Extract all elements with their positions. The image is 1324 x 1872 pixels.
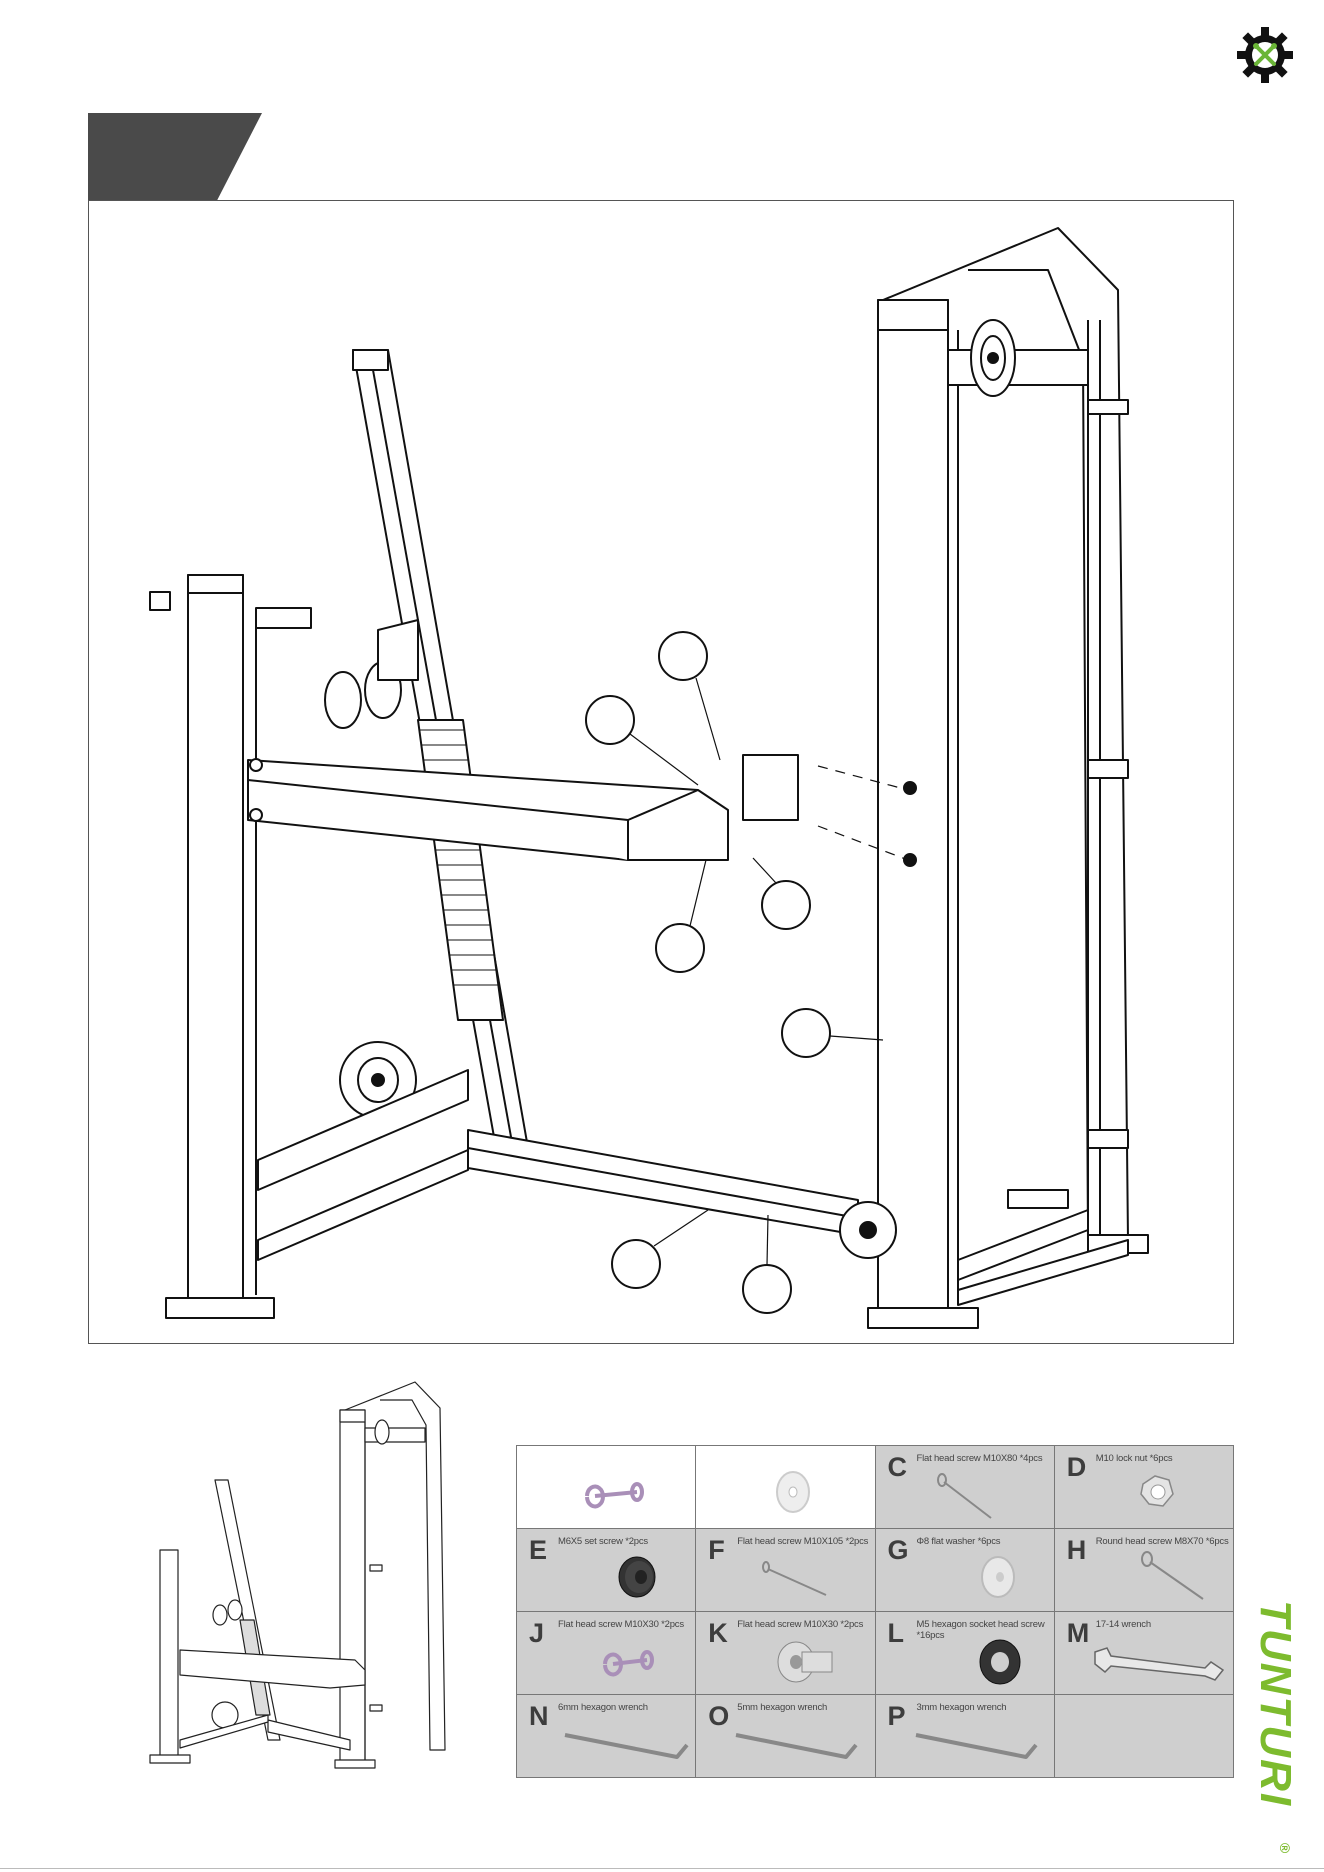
brand-reg-mark: ® [1277,1842,1294,1854]
bolt-pin-icon [603,1650,654,1677]
parts-table: C Flat head screw M10X80 *4pcs D M10 loc… [515,1445,1235,1778]
part-letter: F [708,1535,725,1565]
part-cell: F Flat head screw M10X105 *2pcs [695,1528,876,1612]
round-screw-icon [1140,1551,1204,1600]
part-letter: L [887,1618,905,1648]
part-desc: M6X5 set screw *2pcs [558,1536,648,1547]
part-cell: C Flat head screw M10X80 *4pcs [874,1445,1055,1529]
part-cell [695,1445,876,1529]
part-letter: M [1066,1618,1090,1648]
long-screw-icon [762,1561,827,1596]
ring-icon [979,1639,1020,1685]
part-desc: Flat head screw M10X80 *4pcs [916,1453,1043,1464]
part-desc: M5 hexagon socket head screw *16pcs [916,1619,1045,1641]
part-cell: J Flat head screw M10X30 *2pcs [515,1611,697,1695]
part-cell: K Flat head screw M10X30 *2pcs [695,1611,876,1695]
brand-logo: TUNTURI [1251,1600,1300,1808]
part-desc: 3mm hexagon wrench [916,1702,1007,1713]
part-cell: M 17-14 wrench [1053,1611,1235,1695]
part-desc: Round head screw M8X70 *6pcs [1095,1536,1229,1547]
part-letter: E [529,1535,548,1565]
part-desc: Φ8 flat washer *6pcs [916,1536,1001,1547]
part-cell: E M6X5 set screw *2pcs [515,1528,697,1612]
part-desc: Flat head screw M10X105 *2pcs [737,1536,869,1547]
part-cell: L M5 hexagon socket head screw *16pcs [874,1611,1055,1695]
part-letter: C [887,1452,908,1482]
part-letter: O [708,1701,730,1731]
part-letter: P [887,1701,906,1731]
part-desc: M10 lock nut *6pcs [1095,1453,1173,1464]
part-letter: G [887,1535,909,1565]
bolt-pin-icon [585,1482,644,1509]
part-cell: N 6mm hexagon wrench [515,1694,697,1778]
part-cell: P 3mm hexagon wrench [874,1694,1055,1778]
flat-washer-icon [980,1556,1015,1598]
set-screw-icon [618,1556,656,1598]
part-cell: O 5mm hexagon wrench [695,1694,876,1778]
hex-key-icon [915,1733,1038,1759]
part-desc: 17-14 wrench [1095,1619,1151,1630]
long-screw-icon [936,1473,992,1519]
part-cell [1053,1694,1235,1778]
assembly-illustration [149,227,1149,1329]
part-desc: 5mm hexagon wrench [737,1702,828,1713]
part-desc: 6mm hexagon wrench [558,1702,648,1713]
step-tab [88,113,262,201]
part-desc: Flat head screw M10X30 *2pcs [737,1619,864,1630]
hex-key-icon [564,1733,689,1759]
wrench-icon [1094,1647,1224,1681]
overview-illustration [149,1381,446,1769]
hex-key-icon [735,1733,858,1759]
part-cell [515,1445,697,1529]
part-letter: N [529,1701,549,1731]
assembly-frame [88,200,1234,1344]
part-cell: G Φ8 flat washer *6pcs [874,1528,1055,1612]
part-letter: H [1066,1535,1087,1565]
flat-washer-icon [776,1471,811,1513]
lock-nut-icon [1139,1475,1174,1507]
socket-screw-icon [777,1641,833,1683]
part-letter: J [529,1618,545,1648]
part-letter: K [708,1618,728,1648]
part-cell: H Round head screw M8X70 *6pcs [1053,1528,1235,1612]
gear-tools-icon [1237,27,1293,83]
footer-divider [0,1868,1324,1869]
part-letter: D [1066,1452,1087,1482]
part-cell: D M10 lock nut *6pcs [1053,1445,1235,1529]
part-desc: Flat head screw M10X30 *2pcs [558,1619,684,1630]
